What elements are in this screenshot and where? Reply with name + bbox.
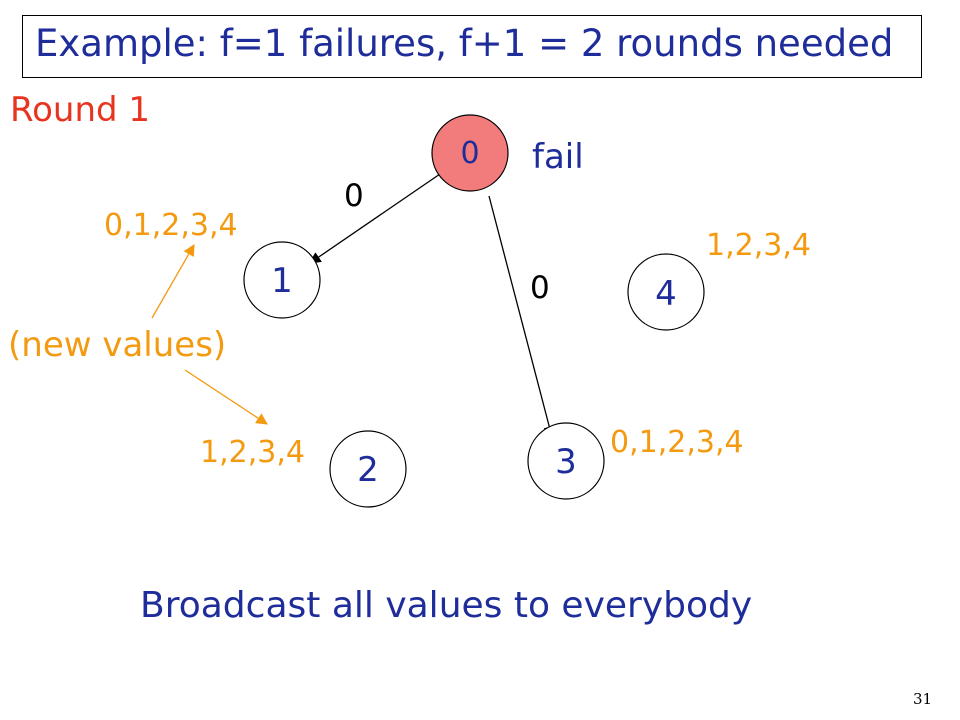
slide-title: Example: f=1 failures, f+1 = 2 rounds ne… (35, 22, 894, 65)
node-2-label: 2 (357, 450, 379, 490)
pointer-to-node1-values (151, 243, 195, 319)
pointer-to-node2-values (184, 369, 268, 425)
node-0: 0 (431, 114, 509, 192)
node-4: 4 (627, 253, 705, 331)
edge-label-0-to-1: 0 (344, 178, 364, 214)
node-1-label: 1 (271, 261, 293, 301)
caption: Broadcast all values to everybody (140, 585, 753, 626)
edge-0-to-3 (488, 195, 555, 439)
node2-values: 1,2,3,4 (200, 435, 305, 470)
node-3: 3 (527, 422, 605, 500)
edge-0-to-1 (309, 173, 441, 264)
node3-values: 0,1,2,3,4 (610, 425, 744, 460)
new-values-note: (new values) (8, 325, 227, 365)
node-2: 2 (329, 430, 407, 508)
node-1: 1 (243, 241, 321, 319)
title-box (22, 15, 922, 78)
node4-values: 1,2,3,4 (706, 228, 811, 263)
node1-values: 0,1,2,3,4 (104, 208, 238, 243)
node-0-label: 0 (460, 136, 479, 171)
node-4-label: 4 (655, 274, 677, 314)
edge-label-0-to-3: 0 (530, 270, 550, 306)
node-3-label: 3 (555, 442, 577, 482)
slide-number: 31 (913, 690, 933, 708)
fail-label: fail (532, 137, 584, 177)
round-label: Round 1 (10, 90, 151, 130)
